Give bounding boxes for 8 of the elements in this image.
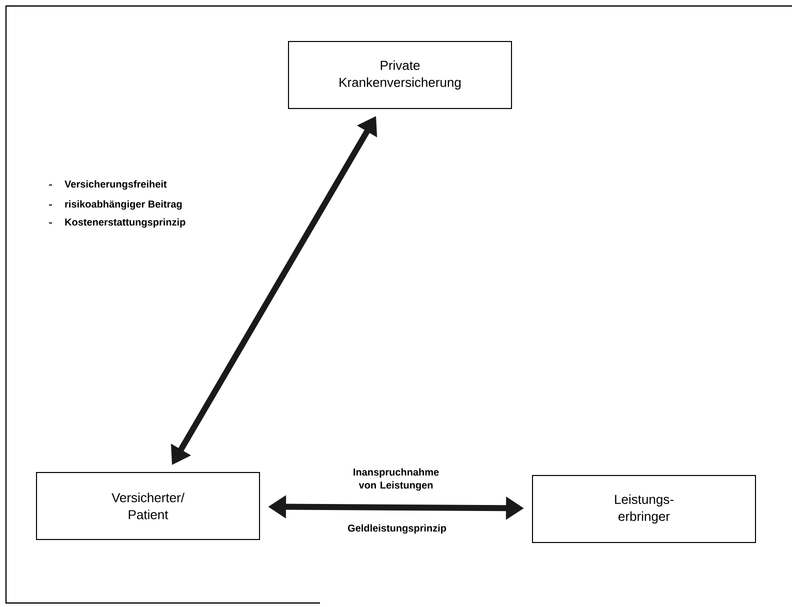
box: Leistungs- erbringer (532, 474, 756, 543)
box: Versicherter/ Patient (36, 472, 260, 540)
arrow-caption: Geldleistungsprinzip (348, 524, 446, 534)
list-item: risikoabhängiger Beitrag (65, 200, 182, 210)
list-item: Kostenerstattungsprinzip (65, 218, 186, 228)
box: Private Krankenversicherung (288, 41, 512, 109)
edge-label: Inanspruchnahme von Leistungen (354, 468, 439, 491)
list-item: Versicherungsfreiheit (64, 180, 167, 190)
